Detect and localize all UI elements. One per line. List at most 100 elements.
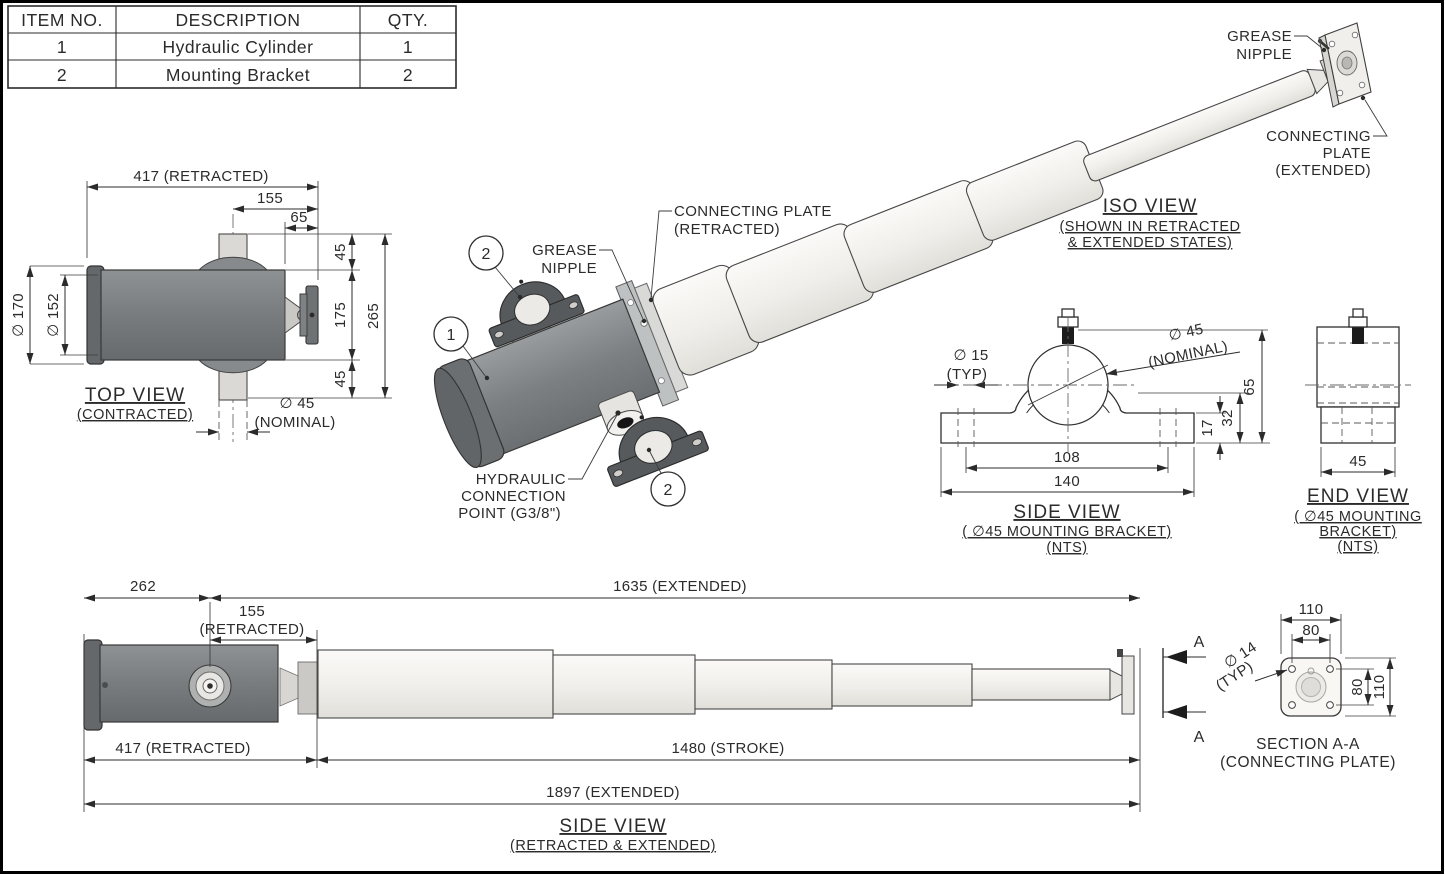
iso-view-title: ISO VIEW xyxy=(1103,196,1198,217)
dim-262: 262 xyxy=(130,578,156,595)
svg-text:CONNECTION: CONNECTION xyxy=(461,488,566,505)
section-aa: A A 110 80 80 110 xyxy=(1162,601,1396,771)
dim-140: 140 xyxy=(1054,473,1080,490)
balloon-2-lower-number: 2 xyxy=(664,482,673,499)
dia-15: ∅ 15 xyxy=(953,347,988,364)
dim-155: 155 xyxy=(239,603,265,620)
svg-text:GREASE: GREASE xyxy=(532,242,597,259)
dim-417-retracted: 417 (RETRACTED) xyxy=(115,740,250,757)
dim-80-top: 80 xyxy=(1302,622,1319,639)
row1-qty: 1 xyxy=(403,37,413,57)
top-view: 417 (RETRACTED) 155 65 45 175 265 45 ∅ 1… xyxy=(10,168,392,442)
iso-view-subtitle-1: (SHOWN IN RETRACTED xyxy=(1059,219,1240,235)
side-view-title: SIDE VIEW xyxy=(559,816,666,837)
section-title: SECTION A-A xyxy=(1256,736,1360,753)
dim-155: 155 xyxy=(257,190,283,207)
balloon-1-number: 1 xyxy=(447,327,456,344)
svg-text:(EXTENDED): (EXTENDED) xyxy=(1275,162,1371,179)
dim-45-top: 45 xyxy=(332,243,349,260)
top-view-title: TOP VIEW xyxy=(85,385,185,406)
bracket-side-view-title: SIDE VIEW xyxy=(1013,502,1120,523)
parts-table: ITEM NO. DESCRIPTION QTY. 1 Hydraulic Cy… xyxy=(7,5,457,89)
dia-15-typ: (TYP) xyxy=(947,366,988,383)
row1-item: 1 xyxy=(57,37,67,57)
dim-417-retracted: 417 (RETRACTED) xyxy=(133,168,268,185)
dim-45-bottom: 45 xyxy=(332,370,349,387)
dim-80-right: 80 xyxy=(1349,678,1366,695)
dim-1635-extended: 1635 (EXTENDED) xyxy=(613,578,747,595)
connecting-plate-section xyxy=(1280,657,1342,717)
dim-155-note: (RETRACTED) xyxy=(200,621,305,638)
svg-text:NIPPLE: NIPPLE xyxy=(541,260,597,277)
dim-17: 17 xyxy=(1199,419,1216,436)
balloon-2-upper: 2 xyxy=(468,235,523,300)
hydraulic-connection-label: HYDRAULIC CONNECTION POINT (G3/8") xyxy=(458,410,621,522)
table-row: 1 Hydraulic Cylinder 1 xyxy=(57,37,413,57)
balloon-1: 1 xyxy=(433,316,490,381)
grease-nipple-extended xyxy=(1317,38,1330,50)
side-view-retracted-extended: 262 1635 (EXTENDED) 155 (RETRACTED) 417 … xyxy=(83,578,1141,854)
dim-65: 65 xyxy=(1241,378,1258,395)
connecting-plate-extended-iso xyxy=(1317,22,1372,108)
end-view-subtitle-3: (NTS) xyxy=(1337,539,1378,555)
row2-description: Mounting Bracket xyxy=(166,65,310,85)
dim-45: 45 xyxy=(1349,453,1366,470)
hydraulic-cylinder-iso xyxy=(433,57,1340,469)
connecting-plate-extended-label: CONNECTING PLATE (EXTENDED) xyxy=(1266,95,1388,179)
hydraulic-port xyxy=(188,664,232,708)
dim-108: 108 xyxy=(1054,449,1080,466)
dim-32: 32 xyxy=(1219,409,1236,426)
svg-text:GREASE: GREASE xyxy=(1227,28,1292,45)
side-view-subtitle: (RETRACTED & EXTENDED) xyxy=(510,838,716,854)
row2-qty: 2 xyxy=(403,65,413,85)
grease-nipple-label-extended: GREASE NIPPLE xyxy=(1227,28,1327,63)
balloon-2-lower: 2 xyxy=(646,447,686,507)
dim-265: 265 xyxy=(365,303,382,329)
svg-text:CONNECTING PLATE: CONNECTING PLATE xyxy=(674,203,832,220)
dim-110-right: 110 xyxy=(1371,675,1388,700)
svg-text:NIPPLE: NIPPLE xyxy=(1236,46,1292,63)
table-header-qty: QTY. xyxy=(388,10,429,30)
end-view-subtitle-2: BRACKET) xyxy=(1319,524,1396,540)
table-row: 2 Mounting Bracket 2 xyxy=(57,65,413,85)
section-marker-a-bottom: A xyxy=(1194,729,1205,746)
bracket-side-view-subtitle-1: ( ∅45 MOUNTING BRACKET) xyxy=(962,524,1171,540)
dim-175: 175 xyxy=(332,302,349,328)
dia-45-note: (NOMINAL) xyxy=(254,414,335,431)
grease-nipple-label-retracted: GREASE NIPPLE xyxy=(532,242,647,324)
iso-view-subtitle-2: & EXTENDED STATES) xyxy=(1068,235,1233,251)
svg-text:PLATE: PLATE xyxy=(1323,145,1371,162)
section-subtitle: (CONNECTING PLATE) xyxy=(1220,754,1396,771)
dia-45-nominal-note: (NOMINAL) xyxy=(1147,338,1230,371)
iso-view: 2 1 2 GREASE NIPPLE CONNECTING PLATE (RE… xyxy=(433,22,1388,522)
svg-text:HYDRAULIC: HYDRAULIC xyxy=(476,471,566,488)
balloon-2-upper-number: 2 xyxy=(482,246,491,263)
dia-45-nominal: ∅ 45 xyxy=(1167,321,1205,345)
dim-65: 65 xyxy=(290,209,307,226)
top-view-subtitle: (CONTRACTED) xyxy=(77,407,193,423)
end-view: 45 END VIEW ( ∅45 MOUNTING BRACKET) (NTS… xyxy=(1294,308,1422,555)
row1-description: Hydraulic Cylinder xyxy=(163,37,314,57)
mounting-bracket-iso-lower xyxy=(607,415,709,487)
end-view-title: END VIEW xyxy=(1307,486,1409,507)
dia-170: ∅ 170 xyxy=(10,293,27,337)
dim-1480-stroke: 1480 (STROKE) xyxy=(671,740,784,757)
dim-1897-extended: 1897 (EXTENDED) xyxy=(546,784,680,801)
dim-110-top: 110 xyxy=(1299,601,1324,618)
svg-text:CONNECTING: CONNECTING xyxy=(1266,128,1371,145)
end-view-subtitle-1: ( ∅45 MOUNTING xyxy=(1294,509,1422,525)
section-marker-a-top: A xyxy=(1194,634,1205,651)
bracket-side-view-subtitle-2: (NTS) xyxy=(1046,540,1087,556)
bracket-side-view: ∅ 15 (TYP) ∅ 45 (NOMINAL) 65 32 17 108 1… xyxy=(934,308,1270,556)
row2-item: 2 xyxy=(57,65,67,85)
dia-45: ∅ 45 xyxy=(279,395,314,412)
svg-text:POINT (G3/8"): POINT (G3/8") xyxy=(458,505,561,522)
table-header-item: ITEM NO. xyxy=(21,10,103,30)
svg-text:(RETRACTED): (RETRACTED) xyxy=(674,221,780,238)
dia-152: ∅ 152 xyxy=(45,293,62,337)
section-cut-marks: A A xyxy=(1162,634,1206,746)
table-header-description: DESCRIPTION xyxy=(175,10,300,30)
